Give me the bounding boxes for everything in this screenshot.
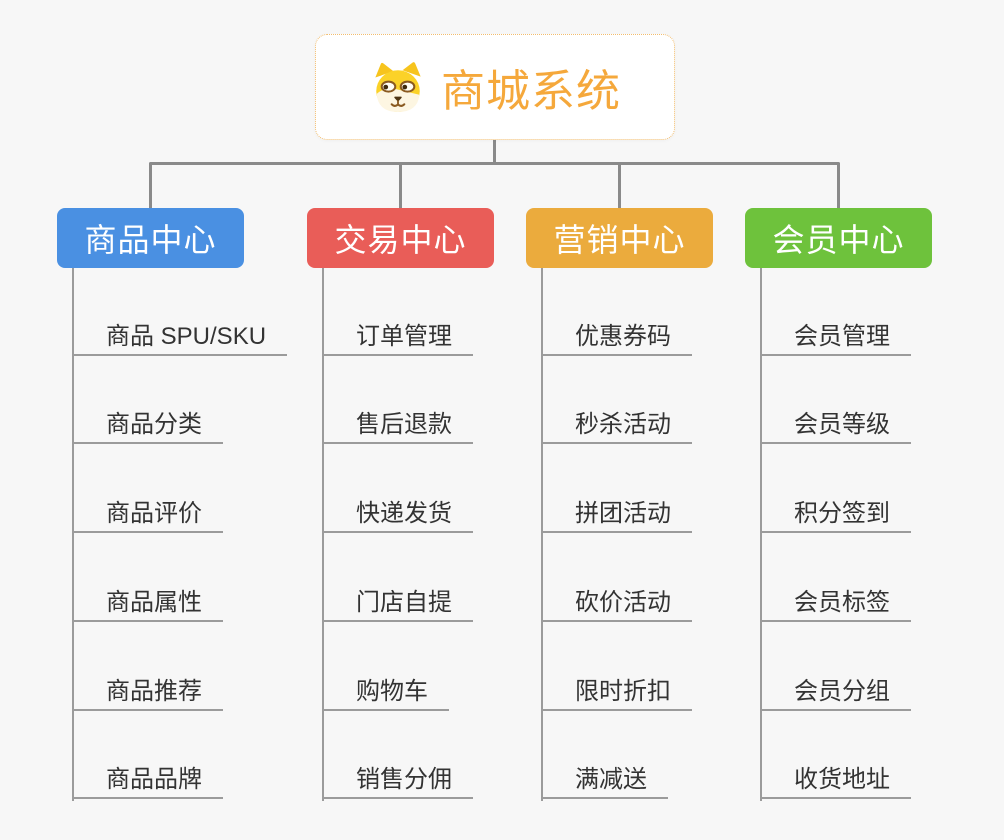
connector-horizontal-rail bbox=[149, 162, 840, 165]
leaf-node[interactable]: 会员分组 bbox=[760, 675, 911, 711]
leaf-node[interactable]: 商品分类 bbox=[72, 408, 223, 444]
leaf-node[interactable]: 快递发货 bbox=[322, 497, 473, 533]
leaf-node[interactable]: 满减送 bbox=[541, 763, 668, 799]
leaf-node[interactable]: 门店自提 bbox=[322, 586, 473, 622]
branch-spine bbox=[541, 268, 543, 801]
connector-drop-member bbox=[837, 163, 840, 210]
connector-drop-trade bbox=[399, 163, 402, 210]
branch-spine bbox=[322, 268, 324, 801]
branch-node-product-center[interactable]: 商品中心 bbox=[57, 208, 244, 268]
connector-drop-product bbox=[149, 163, 152, 210]
connector-root-stub bbox=[493, 139, 496, 165]
branch-spine bbox=[760, 268, 762, 801]
leaf-node[interactable]: 会员等级 bbox=[760, 408, 911, 444]
leaf-node[interactable]: 商品品牌 bbox=[72, 763, 223, 799]
connector-drop-marketing bbox=[618, 163, 621, 210]
branch-spine bbox=[72, 268, 74, 801]
leaf-node[interactable]: 售后退款 bbox=[322, 408, 473, 444]
leaf-node[interactable]: 订单管理 bbox=[322, 320, 473, 356]
leaf-node[interactable]: 商品评价 bbox=[72, 497, 223, 533]
leaf-node[interactable]: 收货地址 bbox=[760, 763, 911, 799]
leaf-node[interactable]: 商品 SPU/SKU bbox=[72, 320, 288, 356]
leaf-node[interactable]: 优惠券码 bbox=[541, 320, 692, 356]
root-node[interactable]: 商城系统 bbox=[315, 34, 675, 140]
leaf-node[interactable]: 限时折扣 bbox=[541, 675, 692, 711]
dog-icon bbox=[369, 61, 427, 114]
branch-node-member-center[interactable]: 会员中心 bbox=[745, 208, 932, 268]
leaf-node[interactable]: 会员管理 bbox=[760, 320, 911, 356]
leaf-node[interactable]: 购物车 bbox=[322, 675, 449, 711]
root-title: 商城系统 bbox=[441, 67, 621, 116]
branch-node-trade-center[interactable]: 交易中心 bbox=[307, 208, 494, 268]
leaf-node[interactable]: 秒杀活动 bbox=[541, 408, 692, 444]
leaf-node[interactable]: 会员标签 bbox=[760, 586, 911, 622]
leaf-node[interactable]: 销售分佣 bbox=[322, 763, 473, 799]
leaf-node[interactable]: 商品推荐 bbox=[72, 675, 223, 711]
leaf-node[interactable]: 商品属性 bbox=[72, 586, 223, 622]
leaf-node[interactable]: 拼团活动 bbox=[541, 497, 692, 533]
branch-node-marketing-center[interactable]: 营销中心 bbox=[526, 208, 713, 268]
leaf-node[interactable]: 砍价活动 bbox=[541, 586, 692, 622]
leaf-node[interactable]: 积分签到 bbox=[760, 497, 911, 533]
